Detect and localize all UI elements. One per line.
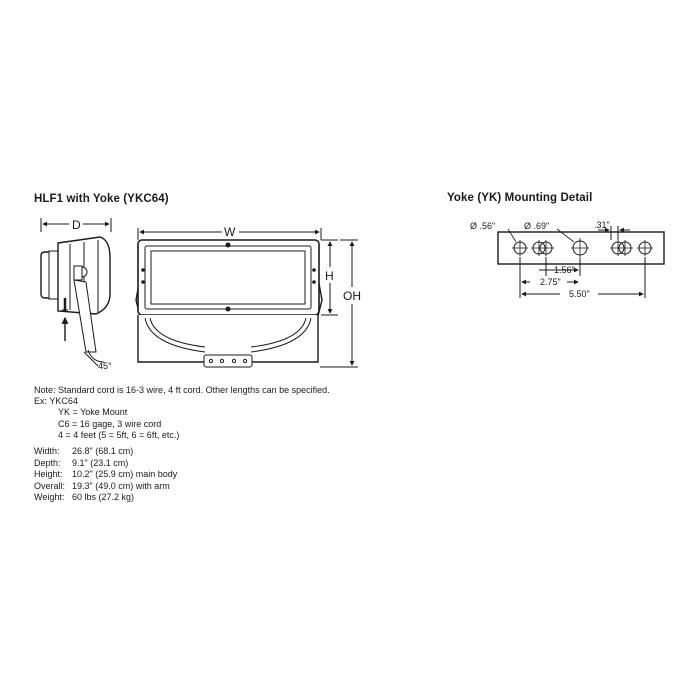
- front-view: [135, 228, 358, 368]
- front-mount-plate: [203, 354, 253, 368]
- cord-notes: Note: Standard cord is 16-3 wire, 4 ft c…: [34, 385, 330, 441]
- note-line: YK = Yoke Mount: [58, 407, 128, 418]
- spec-row: Depth: 9.1" (23.1 cm): [34, 458, 177, 470]
- mounting-detail: [497, 226, 665, 298]
- note-line: 4 = 4 feet (5 = 5ft, 6 = 6ft, etc.): [58, 429, 180, 440]
- angle-ref-line: [83, 351, 99, 367]
- dim-3-label: 5.50": [569, 289, 590, 299]
- spec-row: Height: 10.2" (25.9 cm) main body: [34, 469, 177, 481]
- mounting-plate: [497, 231, 665, 265]
- side-arm: [73, 279, 97, 353]
- note-line: Ex: YKC64: [34, 396, 78, 407]
- dim-2-label: 2.75": [540, 277, 561, 287]
- left-drawing-title: HLF1 with Yoke (YKC64): [34, 193, 169, 205]
- right-drawing-title: Yoke (YK) Mounting Detail: [447, 192, 593, 204]
- spec-label: Width:: [34, 446, 60, 456]
- angle-arc: [87, 349, 105, 363]
- spec-value: 10.2" (25.9 cm) main body: [72, 469, 178, 479]
- gap-label: .31": [594, 220, 610, 230]
- hole-small-label: Ø .56": [470, 221, 495, 231]
- height-label: H: [325, 269, 334, 283]
- spec-value: 19.3" (49.0 cm) with arm: [72, 480, 170, 491]
- width-label: W: [224, 225, 236, 239]
- depth-label: D: [72, 218, 81, 232]
- spec-value: 26.8" (68.1 cm): [72, 446, 134, 456]
- spec-list: Width: 26.8" (68.1 cm) Depth: 9.1" (23.1 c…: [34, 446, 177, 504]
- dim-1-label: 1.56": [554, 265, 575, 275]
- note-line: Note: Standard cord is 16-3 wire, 4 ft c…: [34, 385, 330, 395]
- front-lens: [150, 250, 306, 305]
- side-view: [40, 218, 112, 367]
- overall-label: OH: [343, 289, 361, 303]
- hole-large-label: Ø .69": [524, 221, 549, 231]
- spec-value: 60 lbs (27.2 kg): [72, 492, 135, 502]
- spec-label: Overall:: [34, 480, 66, 491]
- spec-row: Overall: 19.3" (49.0 cm) with arm: [34, 481, 177, 493]
- spec-label: Depth:: [34, 457, 61, 468]
- note-line: C6 = 16 gage, 3 wire cord: [58, 418, 162, 429]
- spec-label: Height:: [34, 469, 63, 479]
- spec-label: Weight:: [34, 492, 65, 502]
- side-lens: [40, 251, 55, 299]
- spec-row: Weight: 60 lbs (27.2 kg): [34, 492, 177, 504]
- spec-value: 9.1" (23.1 cm): [72, 457, 129, 468]
- angle-label: 45°: [98, 361, 112, 371]
- spec-row: Width: 26.8" (68.1 cm): [34, 446, 177, 458]
